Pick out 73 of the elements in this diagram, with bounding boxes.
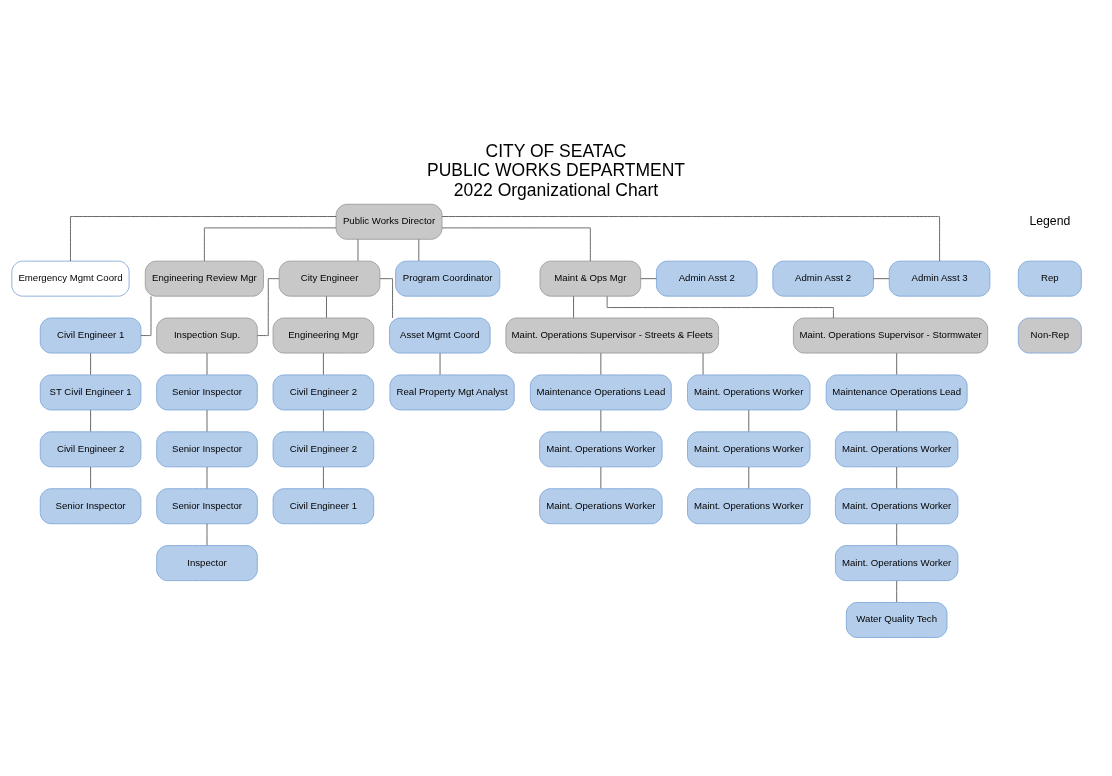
label: 2022 Organizational Chart xyxy=(453,179,659,200)
connector xyxy=(90,352,92,375)
connector xyxy=(600,409,602,432)
connector xyxy=(896,352,898,375)
node-box: Real Property Mgt Analyst xyxy=(389,374,515,410)
connector xyxy=(203,226,337,261)
node-box: Admin Asst 3 xyxy=(888,260,991,297)
connector xyxy=(357,238,359,261)
label: CITY OF SEATAC xyxy=(485,140,627,161)
connector xyxy=(896,579,898,603)
connector xyxy=(441,215,940,261)
connector xyxy=(206,352,208,375)
node-box: Engineering Review Mgr xyxy=(144,260,264,297)
node-box: Inspection Sup. xyxy=(156,317,258,353)
connector xyxy=(326,295,327,318)
connector xyxy=(600,466,602,489)
connector xyxy=(140,295,152,336)
node-box: Maint. Operations Supervisor - Stormwater xyxy=(792,317,989,353)
connector xyxy=(322,466,324,489)
connector xyxy=(90,409,92,432)
connector xyxy=(206,466,208,489)
node-box: Senior Inspector xyxy=(156,430,258,467)
diagram-title: PUBLIC WORKS DEPARTMENT xyxy=(427,159,685,180)
connector xyxy=(702,352,704,375)
connector xyxy=(896,466,898,489)
node-box: Maint. Operations Worker xyxy=(539,487,663,524)
node-box: Asset Mgmt Coord xyxy=(389,317,491,353)
node-box: Maint. Operations Worker xyxy=(687,430,811,467)
legend-label: Rep xyxy=(1041,271,1059,283)
node-box: Senior Inspector xyxy=(156,374,258,410)
node-box: ST Civil Engineer 1 xyxy=(39,374,142,410)
node-box: Civil Engineer 2 xyxy=(39,430,142,467)
node-box: Program Coordinator xyxy=(395,260,501,297)
label: Legend xyxy=(1029,213,1071,228)
connector xyxy=(573,295,574,318)
node-box: Engineering Mgr xyxy=(272,317,375,353)
node-box: Maint. Operations Worker xyxy=(687,487,811,524)
connector xyxy=(90,466,92,489)
node-box: Public Works Director xyxy=(335,203,443,240)
node-box: Maint. Operations Supervisor - Streets & Fleets xyxy=(505,317,719,353)
node-box: Maint. Operations Worker xyxy=(687,374,811,410)
node-box: Maint. Operations Worker xyxy=(834,487,959,524)
node-box: Maintenance Operations Lead xyxy=(825,374,968,410)
node-box: Civil Engineer 1 xyxy=(272,487,375,524)
connector xyxy=(600,352,602,375)
node-box: Water Quality Tech xyxy=(845,601,948,638)
node-box: Maintenance Operations Lead xyxy=(529,374,672,410)
connector xyxy=(896,409,898,432)
node-box: Admin Asst 2 xyxy=(656,260,758,297)
connector xyxy=(873,277,890,279)
node-box: Maint & Ops Mgr xyxy=(539,260,642,297)
connector xyxy=(322,409,324,432)
node-box: Admin Asst 2 xyxy=(772,260,874,297)
connector xyxy=(748,409,750,432)
connector xyxy=(418,238,420,261)
connector xyxy=(441,226,591,261)
connector xyxy=(896,522,898,546)
node-box: Civil Engineer 2 xyxy=(272,430,375,467)
node-box: Maint. Operations Worker xyxy=(834,430,959,467)
node-box: Maint. Operations Worker xyxy=(539,430,663,467)
node-box: Civil Engineer 1 xyxy=(39,317,142,353)
connector xyxy=(640,277,657,279)
connector xyxy=(748,466,750,489)
node-box: Emergency Mgmt Coord xyxy=(11,260,130,297)
node-box: Maint. Operations Worker xyxy=(834,544,959,581)
node-box: Senior Inspector xyxy=(156,487,258,524)
node-box: Senior Inspector xyxy=(39,487,142,524)
connector xyxy=(322,352,324,375)
node-box: Civil Engineer 2 xyxy=(272,374,375,410)
legend-label: Non-Rep xyxy=(1030,328,1070,340)
node-box: Inspector xyxy=(156,544,258,581)
connector xyxy=(70,215,337,261)
node-box: City Engineer xyxy=(278,260,381,297)
